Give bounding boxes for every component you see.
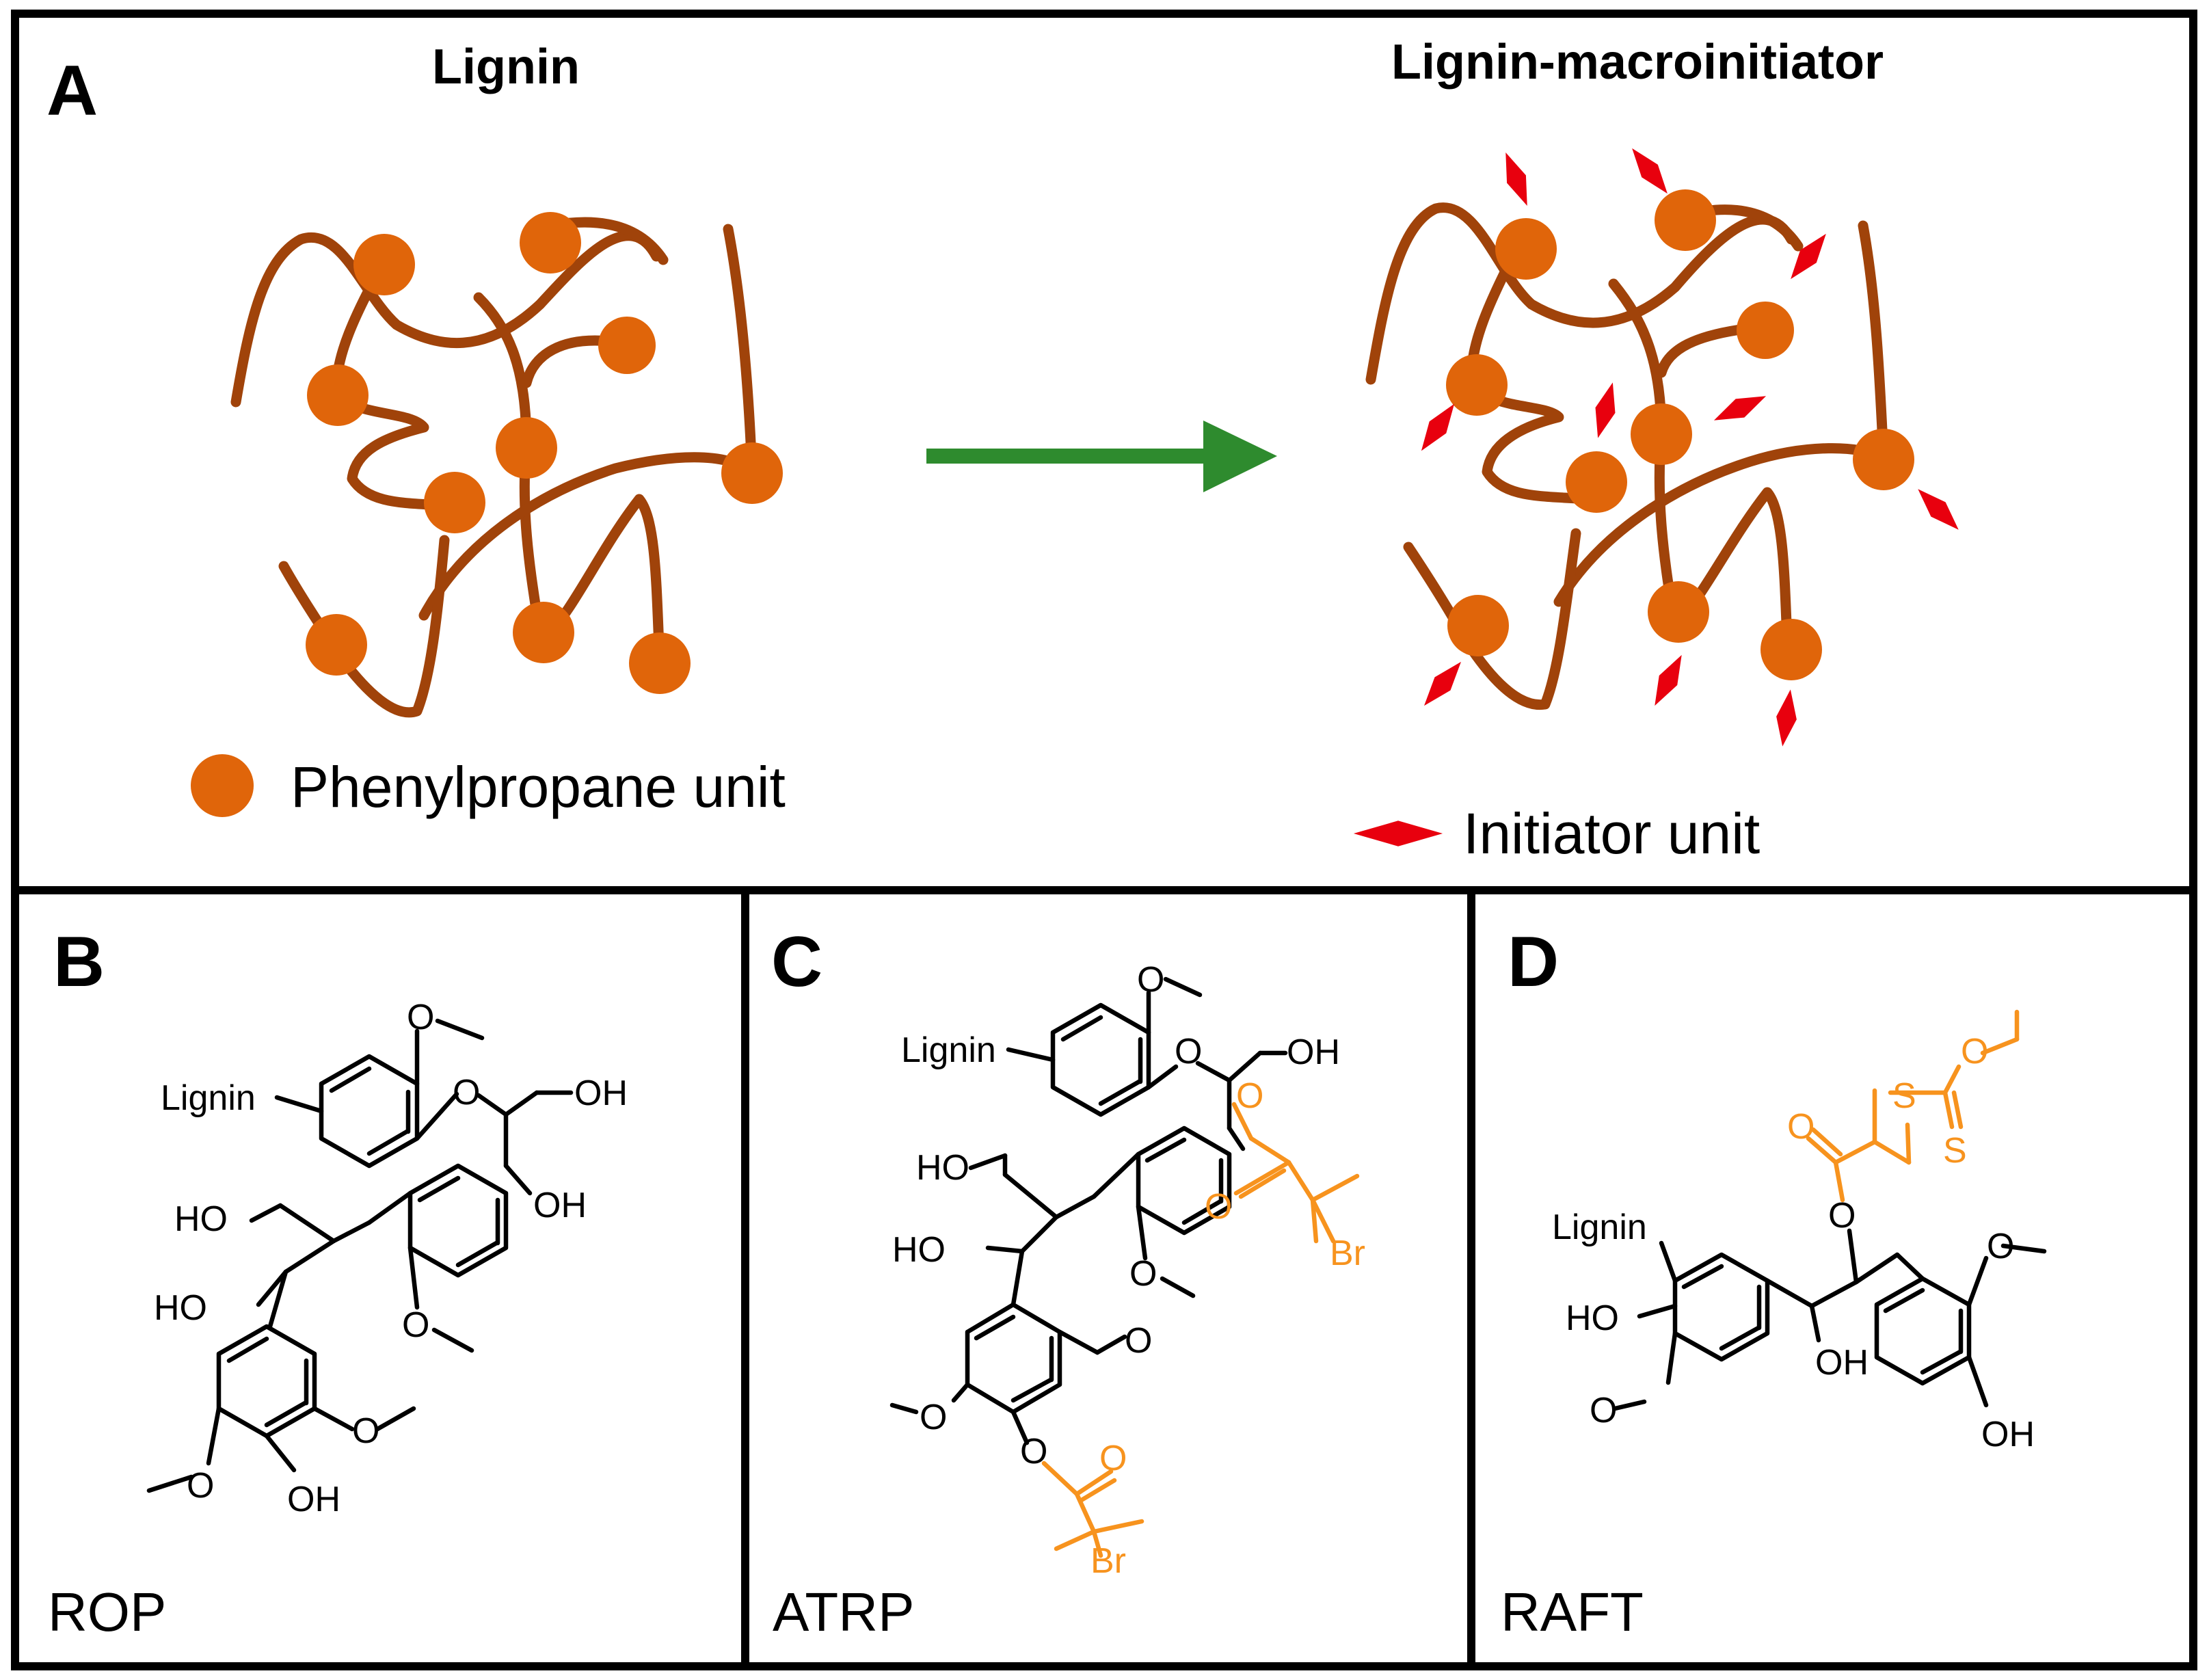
- raft-ho: HO: [1566, 1298, 1619, 1338]
- raft-label: RAFT: [1501, 1582, 1644, 1642]
- raft-o-xanthate: O: [1961, 1032, 1988, 1071]
- orange-circle-icon: [191, 754, 254, 817]
- rop-oh-top: OH: [574, 1074, 628, 1113]
- macroinitiator-units: [1446, 189, 1914, 680]
- atrp-o-top: O: [1137, 960, 1164, 1000]
- atrp-ho-1: HO: [916, 1148, 969, 1188]
- panel-b-frame: [11, 886, 749, 1670]
- rop-ho-1: HO: [174, 1199, 228, 1239]
- phenylpropane-legend: Phenylpropane unit: [291, 755, 786, 819]
- macroinitiator-title: Lignin-macroinitiator: [1391, 35, 1884, 90]
- raft-oh-bottom: OH: [1981, 1415, 2035, 1454]
- red-diamond-icon: [1353, 821, 1443, 846]
- raft-o-carbonyl: O: [1787, 1107, 1815, 1147]
- rop-oh-bottom: OH: [287, 1480, 340, 1519]
- raft-s-1: S: [1892, 1076, 1916, 1116]
- atrp-oh-top: OH: [1287, 1032, 1340, 1072]
- panel-d-frame: [1467, 886, 2197, 1670]
- panel-c-letter: C: [771, 922, 822, 1002]
- panel-d-letter: D: [1508, 922, 1559, 1002]
- macroinitiator-network: [1365, 189, 1914, 710]
- lignin-units: [306, 212, 783, 694]
- atrp-o-left: O: [920, 1398, 947, 1437]
- atrp-o-ester-b: O: [1236, 1076, 1263, 1116]
- atrp-br-2: Br: [1090, 1541, 1126, 1581]
- raft-structure: Lignin HO O OH O O OH O S S O: [1552, 1009, 2047, 1454]
- atrp-structure: Lignin O O OH HO HO O O O O O O Br O Br: [889, 960, 1365, 1581]
- raft-o-left: O: [1590, 1391, 1617, 1430]
- rop-o-mid: O: [402, 1305, 429, 1345]
- rop-o-top: O: [407, 998, 434, 1037]
- rop-lignin: Lignin: [161, 1078, 256, 1118]
- rop-structure: Lignin O O OH OH HO HO O O O OH: [146, 998, 628, 1519]
- raft-lignin: Lignin: [1552, 1208, 1647, 1247]
- panel-a-letter: A: [46, 51, 98, 131]
- rop-label: ROP: [48, 1582, 166, 1642]
- atrp-o-right: O: [1125, 1321, 1152, 1361]
- raft-oh-mid: OH: [1815, 1343, 1869, 1383]
- atrp-o-ester-a: O: [1020, 1432, 1047, 1471]
- atrp-o-mid: O: [1129, 1254, 1157, 1294]
- atrp-ho-2: HO: [892, 1230, 946, 1270]
- rop-o-right: O: [352, 1411, 379, 1451]
- atrp-lignin: Lignin: [901, 1030, 996, 1070]
- rop-o-ether: O: [453, 1073, 480, 1112]
- raft-o-ester: O: [1828, 1196, 1856, 1236]
- atrp-o-ether: O: [1175, 1032, 1202, 1071]
- lignin-title: Lignin: [432, 40, 580, 94]
- atrp-o-carbonyl-1: O: [1205, 1187, 1232, 1227]
- right-arrow-icon: [926, 421, 1277, 492]
- raft-o-top: O: [1987, 1227, 2014, 1266]
- raft-s-2: S: [1943, 1131, 1967, 1171]
- atrp-label: ATRP: [773, 1582, 914, 1642]
- lignin-network: [230, 212, 783, 718]
- rop-ho-2: HO: [154, 1288, 207, 1328]
- initiator-legend: Initiator unit: [1463, 801, 1760, 866]
- atrp-o-carbonyl-2: O: [1099, 1439, 1127, 1478]
- rop-o-left: O: [187, 1466, 214, 1506]
- panel-b-letter: B: [53, 922, 105, 1002]
- rop-oh-mid: OH: [533, 1186, 587, 1225]
- atrp-br-1: Br: [1330, 1234, 1365, 1273]
